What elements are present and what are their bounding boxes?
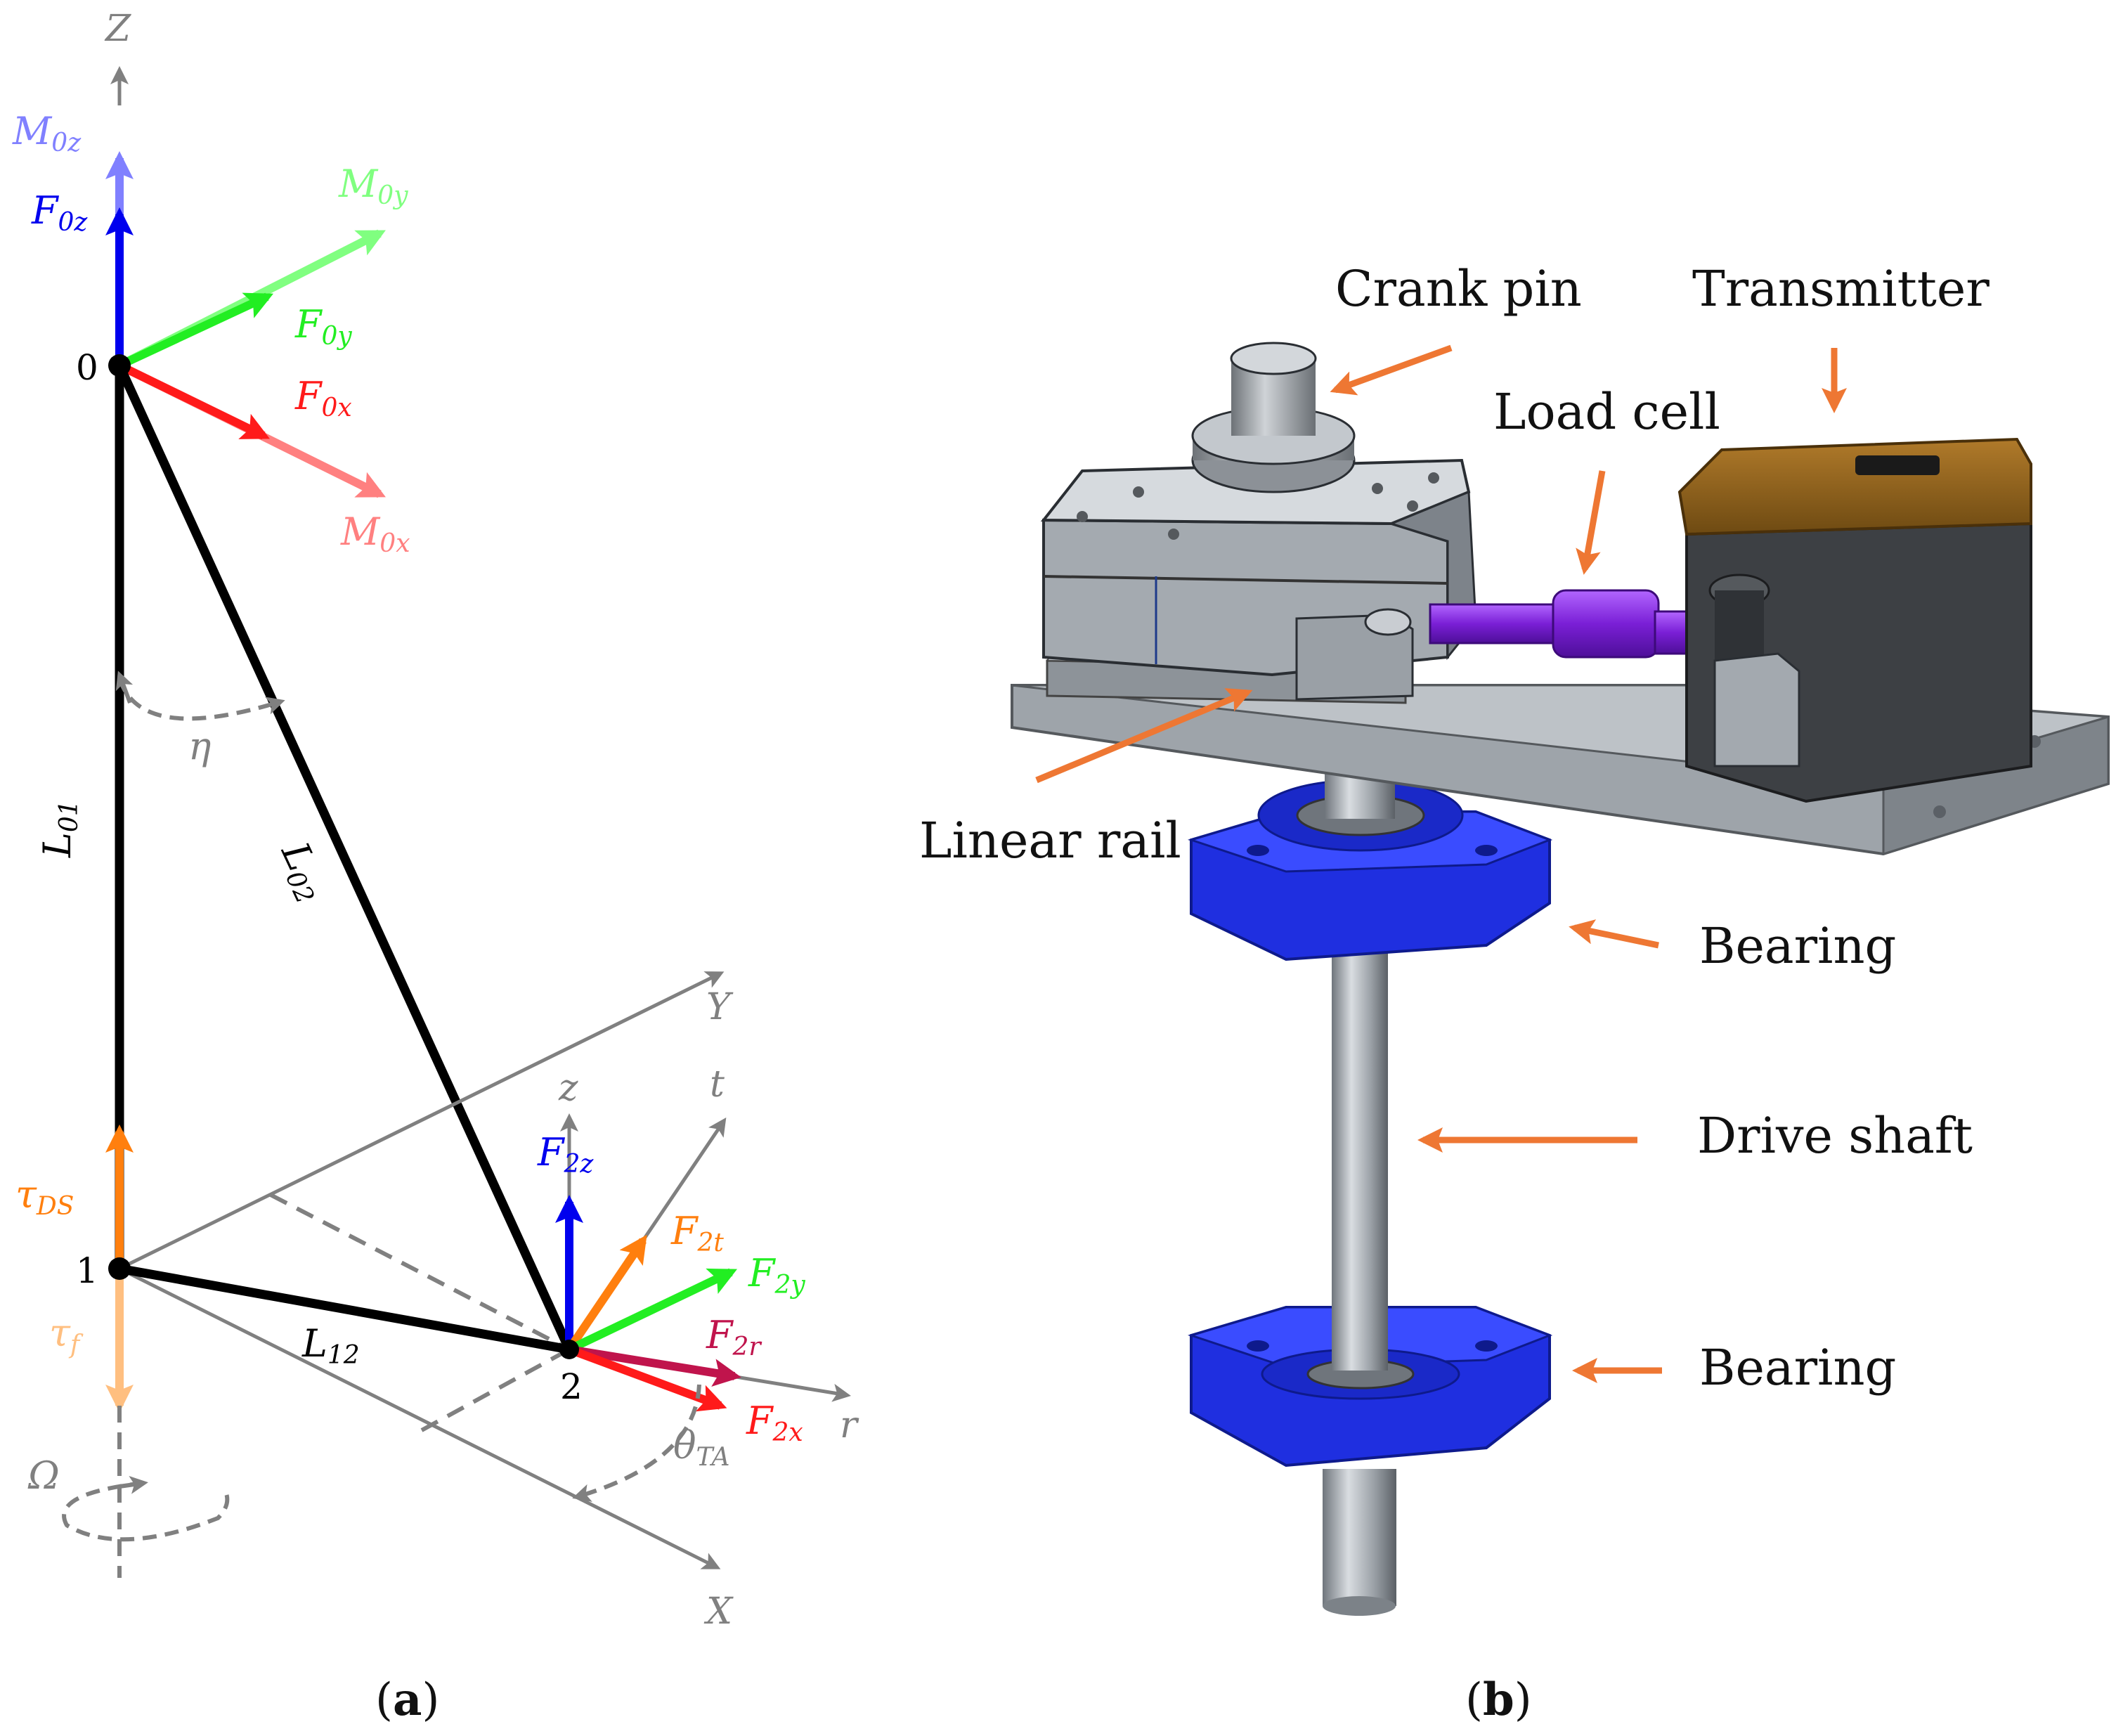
eta-arc bbox=[117, 678, 285, 721]
crank-pin bbox=[1191, 342, 1356, 493]
point-0 bbox=[108, 354, 131, 377]
arrow-crank-pin bbox=[1330, 344, 1453, 396]
callout-crank-pin: Crank pin bbox=[1335, 260, 1582, 318]
L01-label: L01 bbox=[35, 800, 84, 858]
L02-label: L02 bbox=[268, 835, 337, 908]
F2r-arrow bbox=[569, 1345, 741, 1387]
link-L12 bbox=[118, 1264, 571, 1354]
link-L02 bbox=[115, 363, 573, 1352]
point-1 bbox=[108, 1257, 131, 1280]
panel-a-diagram: Z M0z F0z M0y F0y M0x F0x L01 L02 η τDS … bbox=[12, 8, 859, 1726]
axis-label-r: r bbox=[840, 1404, 859, 1446]
F2t-label: F2t bbox=[670, 1209, 724, 1257]
shaft-lower-end bbox=[1323, 1469, 1396, 1606]
F2t-arrow bbox=[566, 1234, 647, 1352]
y-axis-line bbox=[118, 971, 725, 1271]
F0y-label: F0y bbox=[294, 302, 352, 351]
tauf-label: τf bbox=[49, 1311, 84, 1359]
tauDS-label: τDS bbox=[15, 1172, 74, 1221]
F2x-label: F2x bbox=[746, 1399, 803, 1447]
axis-label-t: t bbox=[710, 1063, 725, 1106]
panel-b-cad-render: Crank pin Transmitter Load cell Linear r… bbox=[919, 260, 2110, 1726]
F0z-label: F0z bbox=[31, 188, 88, 237]
x-axis-line bbox=[118, 1267, 721, 1569]
axis-label-Z: Z bbox=[104, 8, 131, 50]
omega-arc bbox=[62, 1481, 230, 1542]
F2x-arrow bbox=[567, 1345, 727, 1412]
F0x-label: F0x bbox=[294, 374, 352, 422]
callout-bearing-bottom: Bearing bbox=[1699, 1339, 1896, 1397]
M0x-label: M0x bbox=[340, 510, 410, 558]
proj-dashed-2 bbox=[420, 1347, 571, 1432]
point-2-label: 2 bbox=[560, 1366, 583, 1407]
M0y-label: M0y bbox=[338, 162, 408, 210]
M0z-label: M0z bbox=[12, 109, 82, 157]
callout-bearing-top: Bearing bbox=[1699, 917, 1896, 975]
F2y-label: F2y bbox=[748, 1251, 805, 1300]
slider-block bbox=[1040, 458, 1477, 701]
panel-b-caption: (b) bbox=[1465, 1673, 1532, 1726]
point-0-label: 0 bbox=[76, 347, 98, 388]
point-1-label: 1 bbox=[76, 1250, 98, 1291]
axis-label-Y: Y bbox=[706, 986, 734, 1028]
eta-arc-start bbox=[115, 671, 134, 704]
L12-label: L12 bbox=[301, 1321, 360, 1370]
theta-arc bbox=[572, 1384, 701, 1502]
point-2 bbox=[559, 1340, 579, 1359]
panel-a-caption: (a) bbox=[375, 1673, 439, 1726]
F2z-label: F2z bbox=[537, 1130, 594, 1179]
F2r-label: F2r bbox=[706, 1313, 762, 1361]
arrow-load-cell bbox=[1576, 470, 1606, 575]
omega-label: Ω bbox=[27, 1453, 60, 1498]
omega-arrow bbox=[119, 1475, 148, 1494]
callout-linear-rail: Linear rail bbox=[919, 812, 1181, 869]
F0y-arrow bbox=[117, 292, 274, 370]
theta-label: θTA bbox=[673, 1423, 730, 1472]
F2y-arrow bbox=[567, 1268, 738, 1354]
transmitter bbox=[1677, 437, 2032, 803]
F0x-arrow bbox=[117, 361, 270, 440]
eta-label: η bbox=[188, 724, 211, 768]
axis-label-X: X bbox=[703, 1591, 734, 1633]
callout-load-cell: Load cell bbox=[1493, 383, 1720, 441]
proj-dashed-1 bbox=[269, 1193, 571, 1352]
shaft-lower-end-cap bbox=[1323, 1596, 1396, 1616]
axis-label-z: z bbox=[558, 1067, 578, 1109]
arrow-linear-rail bbox=[1035, 688, 1253, 784]
callout-transmitter: Transmitter bbox=[1692, 260, 1990, 318]
arrow-bearing-top bbox=[1569, 919, 1659, 949]
callout-drive-shaft: Drive shaft bbox=[1697, 1107, 1973, 1165]
